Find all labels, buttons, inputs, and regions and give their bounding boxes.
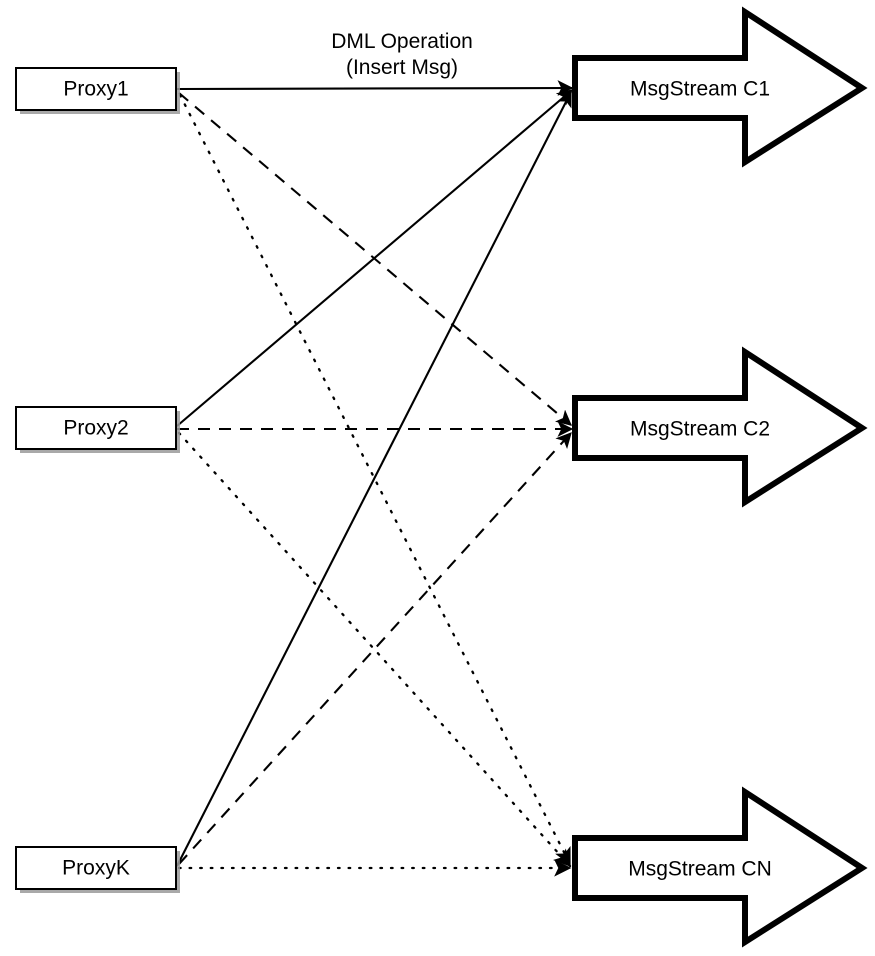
link-proxyk-to-stream-c2 bbox=[178, 432, 572, 865]
proxy-node-proxy1[interactable]: Proxy1 bbox=[15, 67, 180, 114]
proxy-node-proxyk[interactable]: ProxyK bbox=[15, 846, 180, 893]
link-proxy1-to-stream-c1 bbox=[176, 80, 574, 96]
proxy2-label: Proxy2 bbox=[63, 417, 128, 440]
proxyk-box[interactable] bbox=[15, 846, 177, 890]
proxy-node-proxy2[interactable]: Proxy2 bbox=[15, 406, 180, 453]
stream-node-c2[interactable]: MsgStream C2 bbox=[572, 346, 868, 508]
stream-c2-block-arrow-icon[interactable] bbox=[572, 346, 868, 508]
link-proxy2-to-stream-cn bbox=[177, 431, 572, 868]
dml-operation-line1: DML Operation bbox=[331, 30, 473, 53]
dml-operation-line2: (Insert Msg) bbox=[346, 56, 458, 79]
stream-node-c1[interactable]: MsgStream C1 bbox=[572, 6, 868, 168]
proxy1-box[interactable] bbox=[15, 67, 177, 111]
stream-c2-label: MsgStream C2 bbox=[630, 418, 770, 441]
proxy2-box[interactable] bbox=[15, 406, 177, 450]
link-proxyk-to-stream-c1 bbox=[176, 90, 572, 867]
edge-annotation-dml-operation: DML Operation (Insert Msg) bbox=[331, 30, 473, 79]
link-group bbox=[176, 80, 574, 877]
proxyk-label: ProxyK bbox=[62, 857, 130, 880]
proxy1-label: Proxy1 bbox=[63, 78, 128, 101]
stream-c1-block-arrow-icon[interactable] bbox=[572, 6, 868, 168]
stream-c1-label: MsgStream C1 bbox=[630, 78, 770, 101]
stream-node-cn[interactable]: MsgStream CN bbox=[572, 786, 868, 948]
link-proxy1-to-stream-c2 bbox=[178, 92, 572, 426]
stream-cn-block-arrow-icon[interactable] bbox=[572, 786, 868, 948]
stream-cn-label: MsgStream CN bbox=[628, 858, 772, 881]
